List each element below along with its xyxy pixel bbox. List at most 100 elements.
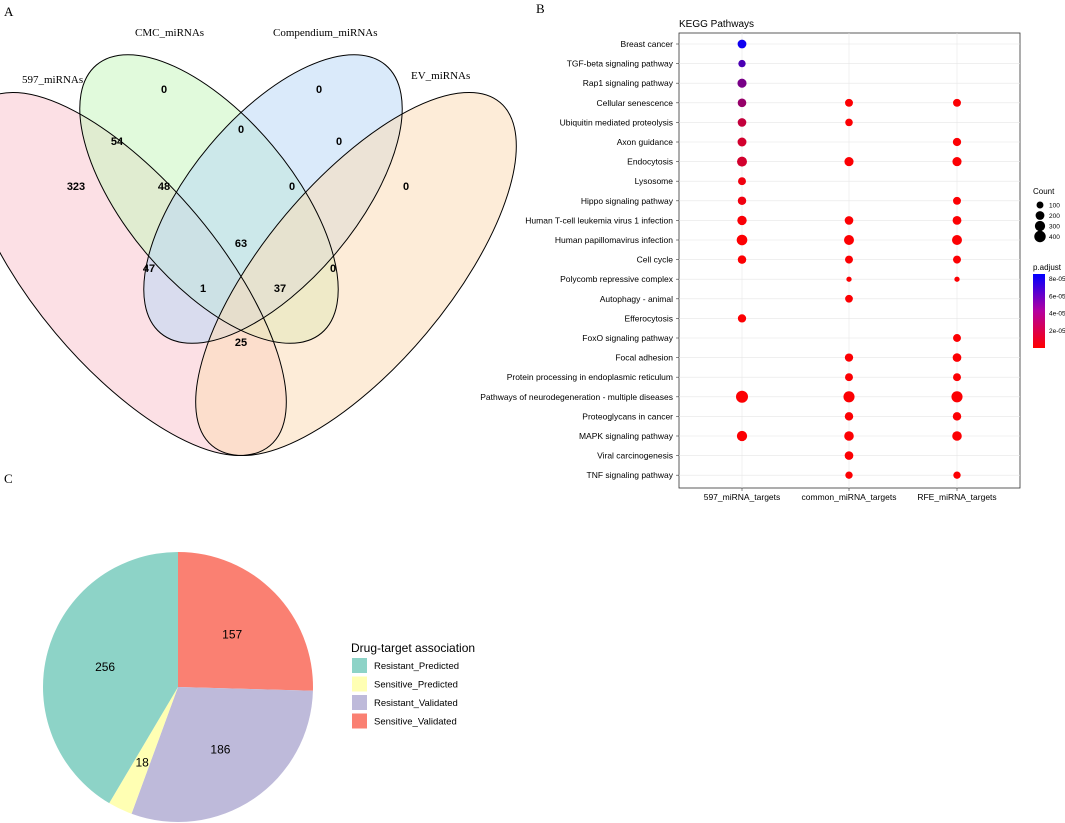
data-point (845, 294, 853, 303)
pie-slice (131, 687, 313, 822)
y-tick-label: TNF signaling pathway (587, 470, 674, 480)
colorbar-tick-label: 8e-05 (1049, 276, 1065, 283)
data-point (737, 196, 747, 206)
count-legend-label: 200 (1049, 213, 1060, 220)
data-point (737, 255, 747, 264)
venn-diagram: 597_miRNAs CMC_miRNAs Compendium_miRNAs … (0, 27, 517, 456)
panel-label-c: C (4, 471, 13, 486)
data-point (845, 255, 853, 264)
venn-count: 0 (330, 263, 336, 275)
data-point (738, 177, 746, 186)
dot-plot-title: KEGG Pathways (679, 19, 754, 30)
colorbar-tick-label: 4e-05 (1049, 311, 1065, 318)
pie-legend-swatch (352, 658, 367, 673)
y-tick-label: Pathways of neurodegeneration - multiple… (480, 392, 673, 402)
venn-ellipse-ev (195, 92, 517, 456)
pie-slice (109, 687, 178, 814)
y-tick-label: Autophagy - animal (600, 294, 673, 304)
venn-count: 48 (158, 181, 170, 193)
venn-count: 0 (161, 84, 167, 96)
data-point (845, 373, 853, 382)
data-point (736, 430, 748, 442)
data-point (736, 234, 748, 246)
count-legend-dot (1034, 230, 1046, 243)
venn-count: 0 (403, 181, 409, 193)
y-tick-label: Breast cancer (621, 39, 674, 49)
venn-ellipse-cmc-outline (79, 54, 339, 344)
pie-slice (178, 552, 313, 691)
data-point (844, 353, 854, 362)
plot-panel (678, 32, 1021, 489)
y-tick-label: TGF-beta signaling pathway (567, 59, 674, 69)
venn-count: 1 (200, 283, 206, 295)
data-point (952, 235, 962, 245)
data-point (844, 431, 854, 441)
venn-set-label-cmc: CMC_miRNAs (135, 27, 204, 39)
y-tick-label: Endocytosis (627, 157, 673, 167)
count-legend-dot (1034, 220, 1046, 232)
data-point (954, 276, 960, 282)
data-point (952, 137, 962, 147)
data-point (845, 98, 853, 107)
pie-legend-title: Drug-target association (351, 641, 475, 655)
y-tick-label: Focal adhesion (615, 353, 673, 363)
data-point (737, 156, 747, 167)
y-tick-label: Axon guidance (617, 137, 674, 147)
pie-legend-label: Resistant_Predicted (374, 661, 459, 672)
y-tick-label: Human papillomavirus infection (555, 235, 673, 245)
pie-legend-label: Sensitive_Predicted (374, 680, 458, 691)
count-legend-label: 100 (1049, 203, 1060, 210)
count-legend-title: Count (1033, 187, 1055, 196)
venn-ellipse-597-outline (0, 92, 287, 456)
data-point (737, 98, 747, 108)
pie-slice-label: 18 (135, 756, 149, 770)
pie-slice-label: 157 (222, 627, 242, 641)
colorbar-tick-label: 2e-05 (1049, 328, 1065, 335)
y-tick-label: Cell cycle (637, 255, 674, 265)
venn-count: 0 (336, 136, 342, 148)
panel-label-b: B (536, 1, 545, 16)
data-point (843, 391, 855, 403)
padjust-colorbar (1033, 274, 1045, 348)
data-point (952, 412, 962, 421)
venn-ellipse-ev-outline (195, 92, 517, 456)
data-point (736, 390, 748, 403)
venn-count: 37 (274, 283, 286, 295)
count-legend-dot (1035, 211, 1045, 220)
data-point (953, 334, 961, 342)
pie-legend-label: Sensitive_Validated (374, 717, 457, 728)
data-point (953, 196, 961, 205)
x-tick-label: common_miRNA_targets (802, 492, 897, 502)
venn-count: 54 (111, 136, 124, 148)
pie-legend-swatch (352, 676, 367, 692)
panel-label-a: A (4, 4, 14, 19)
data-point (844, 412, 854, 421)
venn-count: 323 (67, 181, 85, 193)
x-tick-label: RFE_miRNA_targets (917, 492, 996, 502)
data-point (737, 39, 747, 49)
y-tick-label: Ubiquitin mediated proteolysis (560, 117, 673, 127)
pie-slice (42, 552, 178, 804)
venn-ellipse-compendium (143, 54, 403, 344)
y-tick-label: Efferocytosis (624, 313, 673, 323)
venn-ellipse-compendium-outline (143, 54, 403, 344)
y-tick-label: Cellular senescence (596, 98, 673, 108)
data-point (953, 255, 961, 264)
venn-count: 25 (235, 337, 247, 349)
data-point (737, 314, 747, 323)
data-point (953, 98, 961, 107)
venn-count: 0 (289, 181, 295, 193)
pie-slice-label: 186 (210, 743, 230, 757)
y-tick-label: FoxO signaling pathway (582, 333, 673, 343)
x-tick-label: 597_miRNA_targets (704, 492, 781, 502)
colorbar-tick-label: 6e-05 (1049, 293, 1065, 300)
venn-count: 47 (143, 263, 155, 275)
data-point (737, 215, 747, 226)
data-point (737, 78, 747, 88)
data-point (952, 353, 962, 362)
data-point (844, 216, 854, 225)
count-legend-label: 400 (1049, 234, 1060, 241)
data-point (844, 235, 854, 245)
